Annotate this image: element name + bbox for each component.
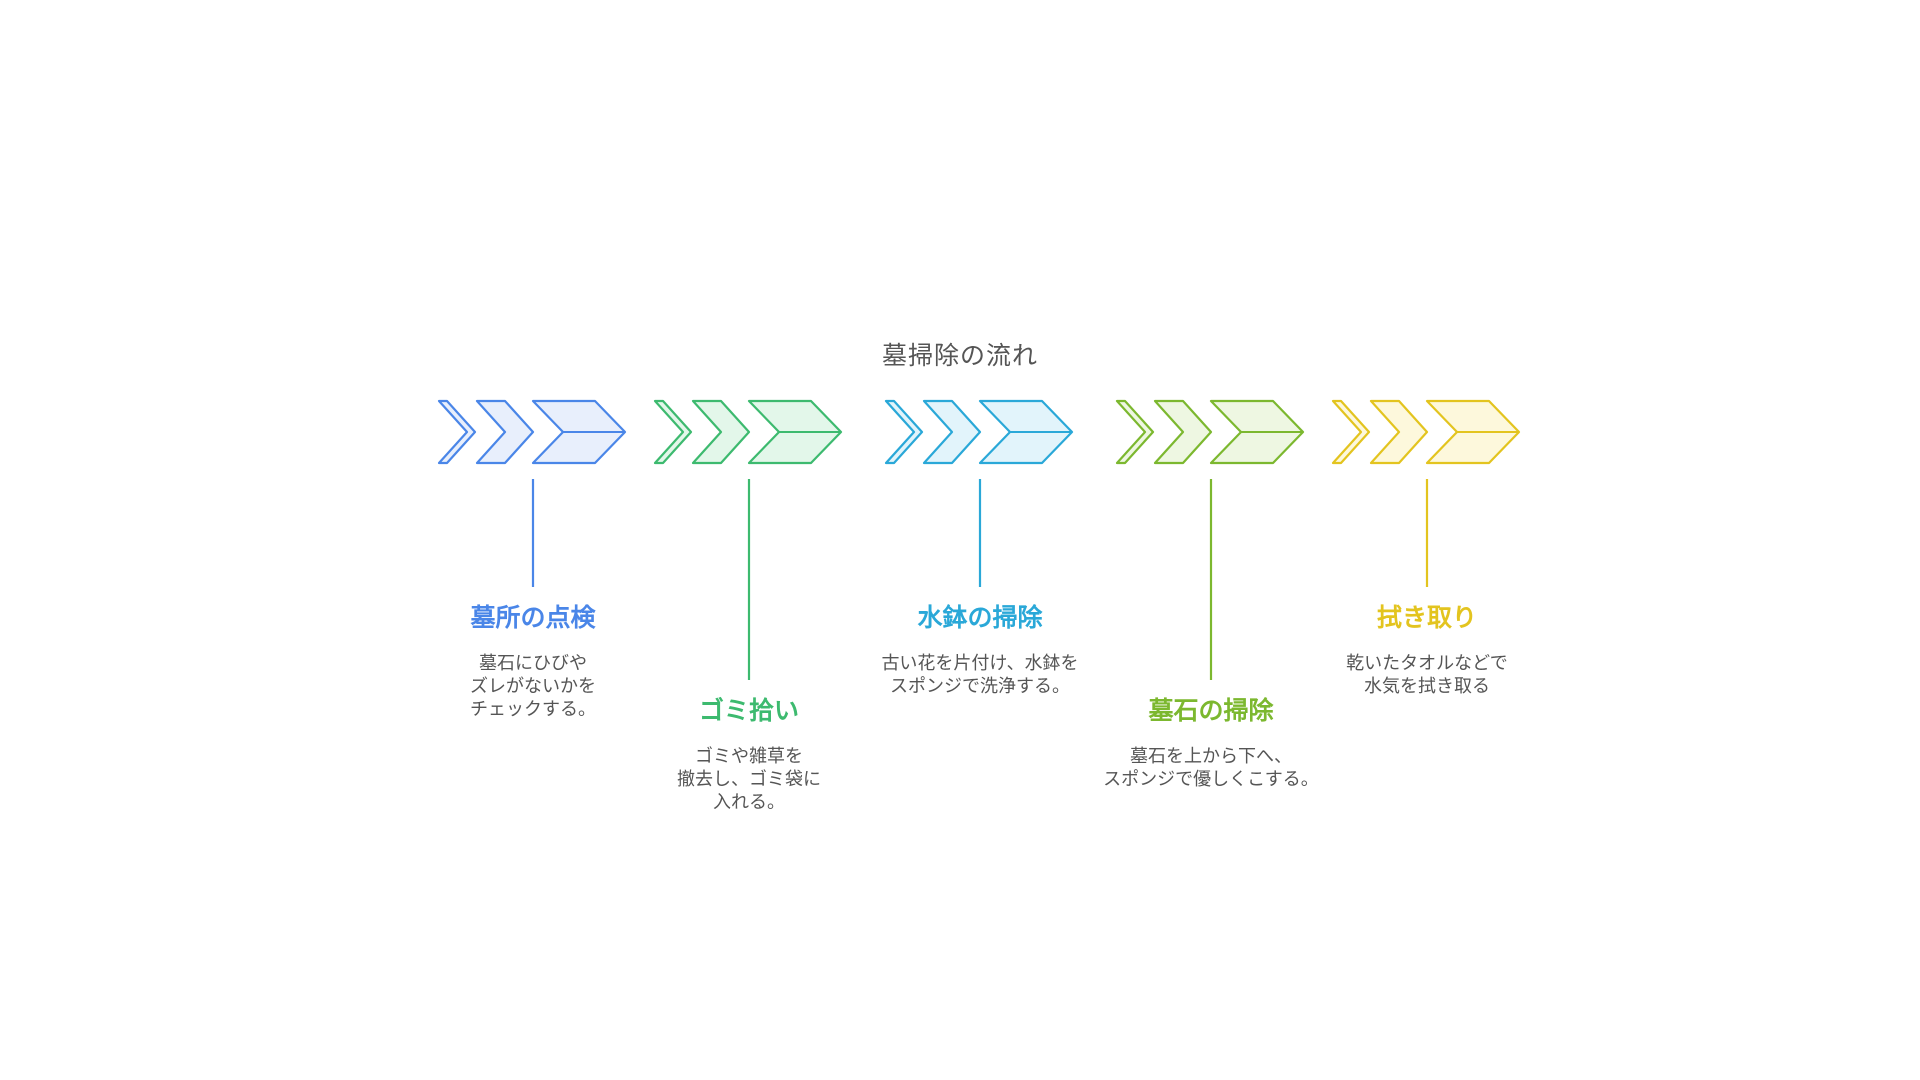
chevron-2 [1369,399,1429,465]
step-2-chevron-arrows-icon [653,399,843,465]
chevron-2 [1153,399,1213,465]
chevron-1 [884,399,924,465]
step-5-chevron-arrows-icon [1331,399,1521,465]
step-4-description: 墓石を上から下へ、 スポンジで優しくこする。 [1103,746,1319,790]
chevron-2 [922,399,982,465]
step-4-title: 墓石の掃除 [1148,696,1274,725]
step-2-title: ゴミ拾い [698,696,799,725]
step-1-chevron-arrows-icon [437,399,627,465]
step-1-title: 墓所の点検 [470,603,596,632]
chevron-1 [437,399,477,465]
step-1-description: 墓石にひびや ズレがないかを チェックする。 [470,653,596,720]
step-3-description: 古い花を片付け、水鉢を スポンジで洗浄する。 [881,653,1079,697]
chevron-2 [691,399,751,465]
step-5-description: 乾いたタオルなどで 水気を拭き取る [1346,653,1508,697]
diagram-title: 墓掃除の流れ [881,341,1038,370]
chevron-1 [653,399,693,465]
step-4-chevron-arrows-icon [1115,399,1305,465]
step-3-chevron-arrows-icon [884,399,1074,465]
chevron-1 [1115,399,1155,465]
step-2-description: ゴミや雑草を 撤去し、ゴミ袋に 入れる。 [677,746,821,813]
chevron-1 [1331,399,1371,465]
step-3-title: 水鉢の掃除 [917,603,1043,632]
step-5-title: 拭き取り [1376,603,1477,632]
chevron-2 [475,399,535,465]
